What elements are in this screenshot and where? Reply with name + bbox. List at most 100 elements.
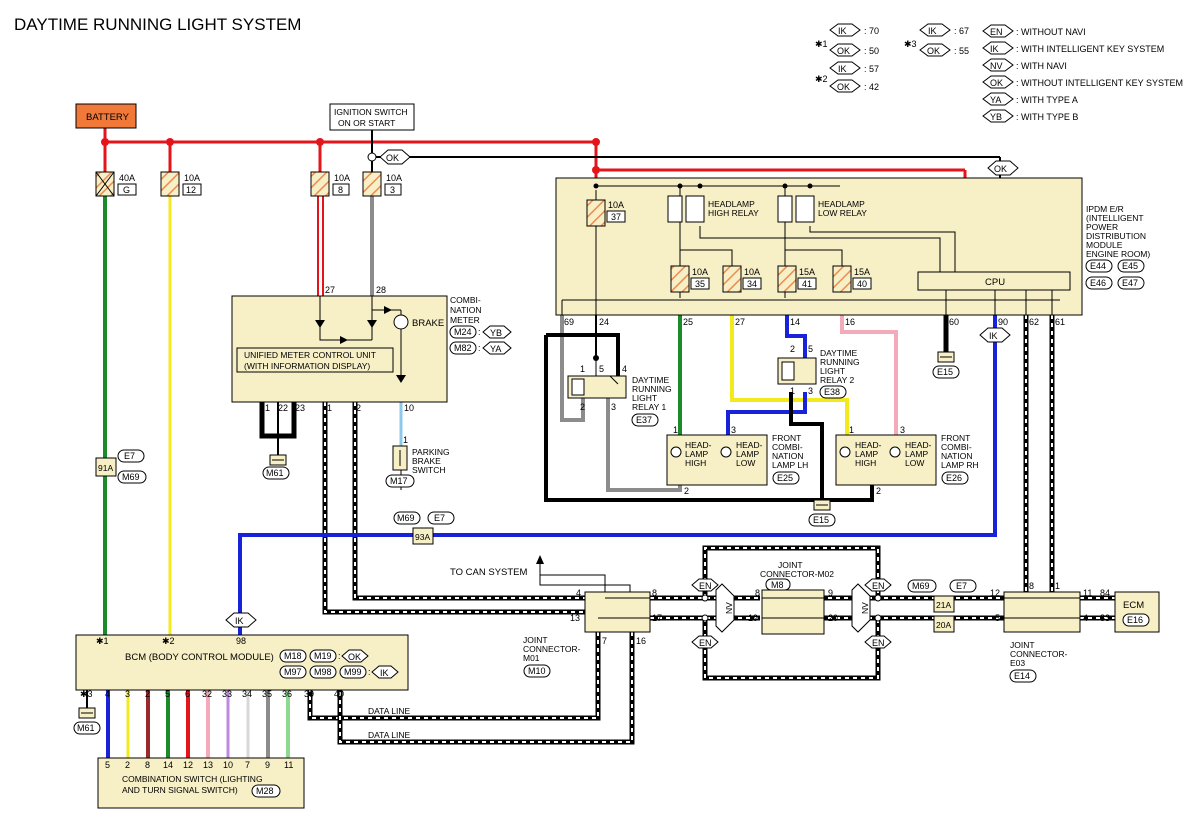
- svg-text:HEAD-: HEAD-: [736, 440, 763, 450]
- legend-star1-code-2: OK : 50: [829, 43, 879, 57]
- legend-abbrev-yb: YB: WITH TYPE B: [982, 109, 1078, 123]
- svg-text:10A: 10A: [692, 267, 708, 277]
- svg-text:11: 11: [284, 760, 293, 770]
- svg-text:LOW: LOW: [905, 458, 924, 468]
- svg-text:1: 1: [849, 425, 854, 435]
- svg-text:IK: IK: [838, 26, 847, 36]
- ik-tag-ipdm: IK: [979, 327, 1011, 343]
- svg-text:ON OR START: ON OR START: [338, 118, 395, 128]
- svg-text:9: 9: [828, 588, 833, 598]
- svg-text:M8: M8: [771, 580, 784, 590]
- svg-text:57: 57: [869, 64, 879, 74]
- svg-text:E15: E15: [937, 367, 953, 377]
- svg-text:1: 1: [673, 425, 678, 435]
- combination-meter: COMBI- NATION METER M24 : YB M82 : YA 27…: [231, 285, 512, 413]
- svg-text:G: G: [123, 185, 130, 195]
- svg-text:E44: E44: [1090, 261, 1106, 271]
- svg-text:CONNECTOR-M02: CONNECTOR-M02: [760, 569, 834, 579]
- svg-text:LAMP RH: LAMP RH: [941, 460, 979, 470]
- ground-m61-bcm: M61: [73, 707, 101, 735]
- svg-text:IK: IK: [928, 26, 937, 36]
- svg-text:BRAKE: BRAKE: [412, 456, 441, 466]
- svg-text:✱2: ✱2: [162, 636, 175, 646]
- svg-text:7: 7: [245, 760, 250, 770]
- svg-text:JOINT: JOINT: [1010, 640, 1035, 650]
- svg-text:12: 12: [183, 760, 193, 770]
- svg-text:✱3: ✱3: [904, 39, 917, 49]
- svg-text:2: 2: [356, 403, 361, 413]
- svg-text:MODULE: MODULE: [1086, 240, 1123, 250]
- svg-text:8: 8: [338, 185, 343, 195]
- svg-text:70: 70: [869, 26, 879, 36]
- svg-text:: WITHOUT NAVI: : WITHOUT NAVI: [1016, 27, 1086, 37]
- svg-text:3: 3: [611, 402, 616, 412]
- svg-text:NV: NV: [860, 602, 870, 614]
- svg-text:M98: M98: [314, 667, 332, 677]
- svg-text:3: 3: [125, 689, 130, 699]
- svg-text:COMBI-: COMBI-: [772, 442, 803, 452]
- svg-text:12: 12: [186, 185, 196, 195]
- svg-text:23: 23: [295, 403, 305, 413]
- inline-connector-91a: 91A E7 M69: [95, 449, 147, 484]
- svg-text:: WITH TYPE B: : WITH TYPE B: [1016, 112, 1078, 122]
- fuse-40a-g: 40A G: [95, 171, 137, 197]
- svg-text:13: 13: [570, 613, 580, 623]
- svg-text:91A: 91A: [98, 463, 113, 473]
- svg-text:IK: IK: [838, 64, 847, 74]
- svg-text:16: 16: [845, 317, 855, 327]
- svg-text:E38: E38: [824, 387, 840, 397]
- svg-text:LIGHT: LIGHT: [632, 393, 657, 403]
- svg-text:EN: EN: [699, 581, 712, 591]
- ground-e15-ipdm: E15: [932, 351, 960, 379]
- legend: ✱1 ✱2 ✱3 IK : 70 OK : 50 IK : 57 OK : 42…: [815, 23, 1183, 123]
- svg-text:✱1: ✱1: [815, 39, 828, 49]
- svg-text:34: 34: [747, 279, 757, 289]
- svg-text:E7: E7: [956, 581, 967, 591]
- page-title: DAYTIME RUNNING LIGHT SYSTEM: [14, 15, 301, 34]
- svg-text:35: 35: [262, 689, 272, 699]
- svg-text:22: 22: [278, 403, 288, 413]
- svg-text:POWER: POWER: [1086, 222, 1118, 232]
- svg-text:10A: 10A: [608, 200, 624, 210]
- svg-text:8: 8: [755, 588, 760, 598]
- svg-text::: :: [368, 667, 371, 677]
- front-combination-lamp-rh: 1 3 2 HEAD- LAMP HIGH HEAD- LAMP LOW FRO…: [835, 425, 979, 496]
- svg-text:37: 37: [611, 212, 621, 222]
- svg-text:5: 5: [105, 760, 110, 770]
- daytime-running-light-relay-2: 2 5 1 3 DAYTIME RUNNING LIGHT RELAY 2 E3…: [777, 344, 860, 399]
- svg-text:M61: M61: [77, 723, 95, 733]
- svg-text:HIGH: HIGH: [685, 458, 706, 468]
- front-combination-lamp-lh: 1 3 2 HEAD- LAMP HIGH HEAD- LAMP LOW FRO…: [666, 425, 808, 496]
- svg-text::: :: [864, 64, 867, 74]
- parking-brake-switch: 1 PARKING BRAKE SWITCH M17: [385, 435, 450, 488]
- svg-text:OK: OK: [837, 46, 850, 56]
- ground-m61-meter: M61: [262, 454, 290, 480]
- ecm: ECM E16 84 83: [1100, 588, 1160, 633]
- svg-text:DISTRIBUTION: DISTRIBUTION: [1086, 231, 1146, 241]
- svg-text:E26: E26: [946, 473, 962, 483]
- svg-text:M69: M69: [122, 472, 140, 482]
- svg-text:40A: 40A: [119, 173, 135, 183]
- svg-text:RUNNING: RUNNING: [820, 357, 860, 367]
- joint-connector-m02: 8 9 19 20 JOINT CONNECTOR-M02 M8: [748, 560, 838, 635]
- svg-text:1: 1: [790, 386, 795, 396]
- svg-text:M18: M18: [284, 651, 302, 661]
- svg-text:LAMP LH: LAMP LH: [772, 460, 808, 470]
- svg-text:BRAKE: BRAKE: [412, 318, 444, 329]
- svg-text:24: 24: [599, 317, 609, 327]
- svg-text:BATTERY: BATTERY: [86, 112, 130, 123]
- svg-text::: :: [864, 82, 867, 92]
- svg-text:8: 8: [1029, 581, 1034, 591]
- svg-text:13: 13: [203, 760, 213, 770]
- daytime-running-light-relay-1: 1 5 4 2 3 DAYTIME RUNNING LIGHT RELAY 1 …: [567, 355, 672, 427]
- legend-star2-code-1: IK : 57: [829, 61, 879, 75]
- svg-text:25: 25: [683, 317, 693, 327]
- svg-text:20A: 20A: [936, 620, 951, 630]
- data-line-label-2: DATA LINE: [368, 730, 411, 740]
- svg-text:ECM: ECM: [1123, 600, 1144, 611]
- svg-text:✱1: ✱1: [96, 636, 109, 646]
- svg-text:93A: 93A: [415, 532, 430, 542]
- svg-text:1: 1: [327, 403, 332, 413]
- svg-text:COMBINATION SWITCH (LIGHTING: COMBINATION SWITCH (LIGHTING: [122, 774, 263, 784]
- svg-text:OK: OK: [927, 46, 940, 56]
